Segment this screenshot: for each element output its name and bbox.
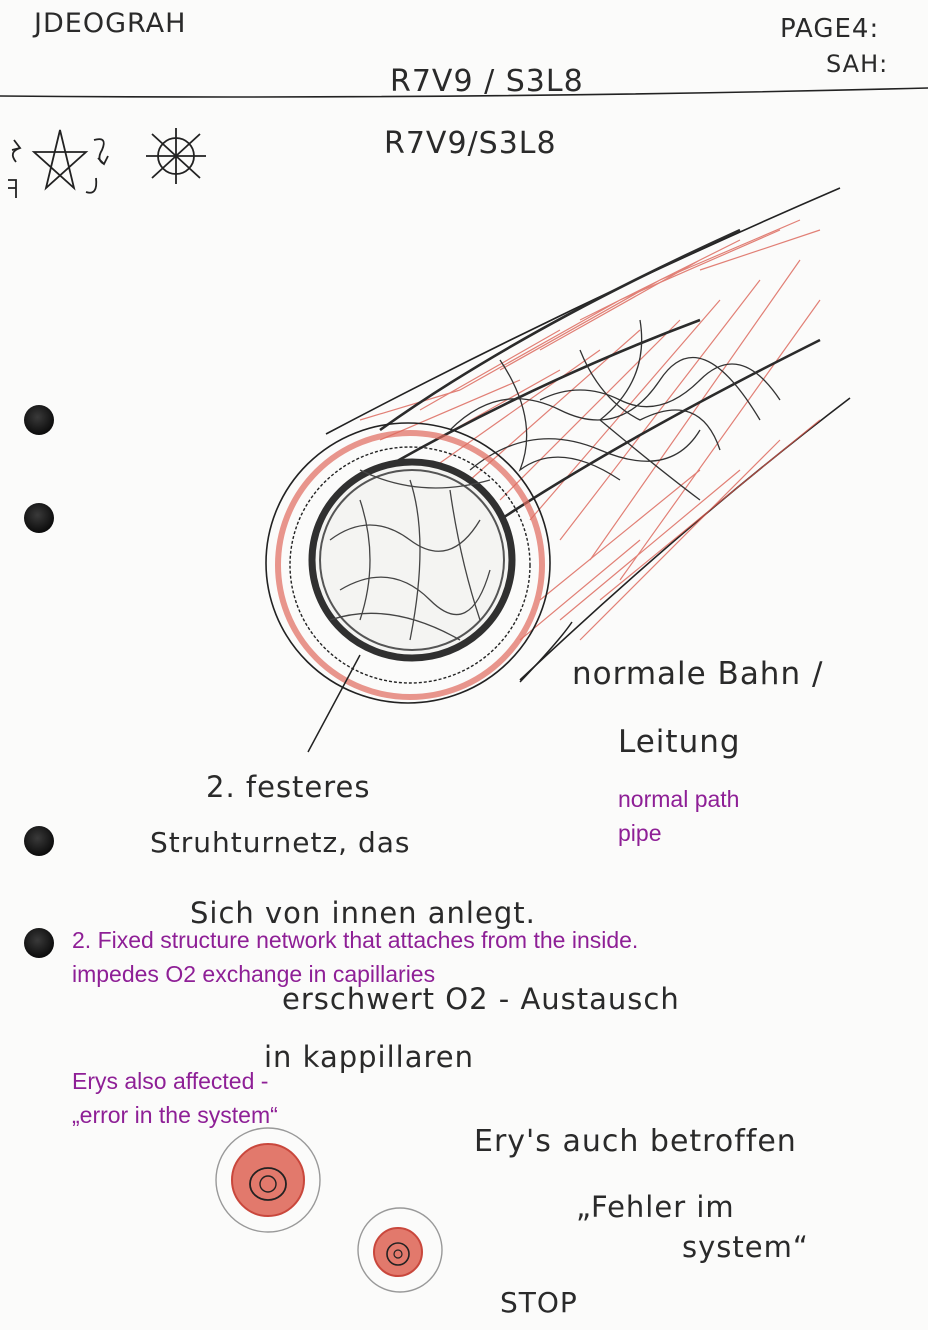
erythrocyte-drawing [216, 1128, 320, 1232]
label-normal-path: normale Bahn / [572, 656, 823, 692]
header-left-label: JDEOGRAH [34, 8, 186, 39]
translation-fixed-structure: 2. Fixed structure network that attaches… [72, 923, 638, 957]
pentagram-icon [8, 130, 86, 198]
translation-pipe: pipe [618, 816, 661, 850]
erys-line-1: Ery's auch betroffen [474, 1124, 797, 1159]
page-sublabel: SAH: [826, 50, 888, 78]
reference-code-repeat: R7V9/S3L8 [384, 126, 557, 161]
note-line-2: Struhturnetz, das [150, 826, 410, 859]
erys-line-2: „Fehler im [576, 1190, 735, 1224]
erythrocyte-drawing [358, 1208, 442, 1292]
translation-error-system: „error in the system“ [72, 1098, 278, 1132]
note-line-5: in kappillaren [264, 1040, 474, 1074]
erys-line-3: system“ [682, 1230, 809, 1264]
translation-erys-affected: Erys also affected - [72, 1064, 268, 1098]
label-pipe: Leitung [618, 724, 741, 760]
note-line-1: 2. festeres [206, 770, 371, 804]
translation-impedes: impedes O2 exchange in capillaries [72, 957, 435, 991]
stop-label: STOP [500, 1286, 578, 1319]
page-label: PAGE4: [780, 14, 879, 44]
translation-normal-path: normal path [618, 782, 739, 816]
arrow-loop-icon [86, 139, 108, 193]
reference-code: R7V9 / S3L8 [390, 64, 584, 99]
wheel-icon [146, 128, 206, 184]
